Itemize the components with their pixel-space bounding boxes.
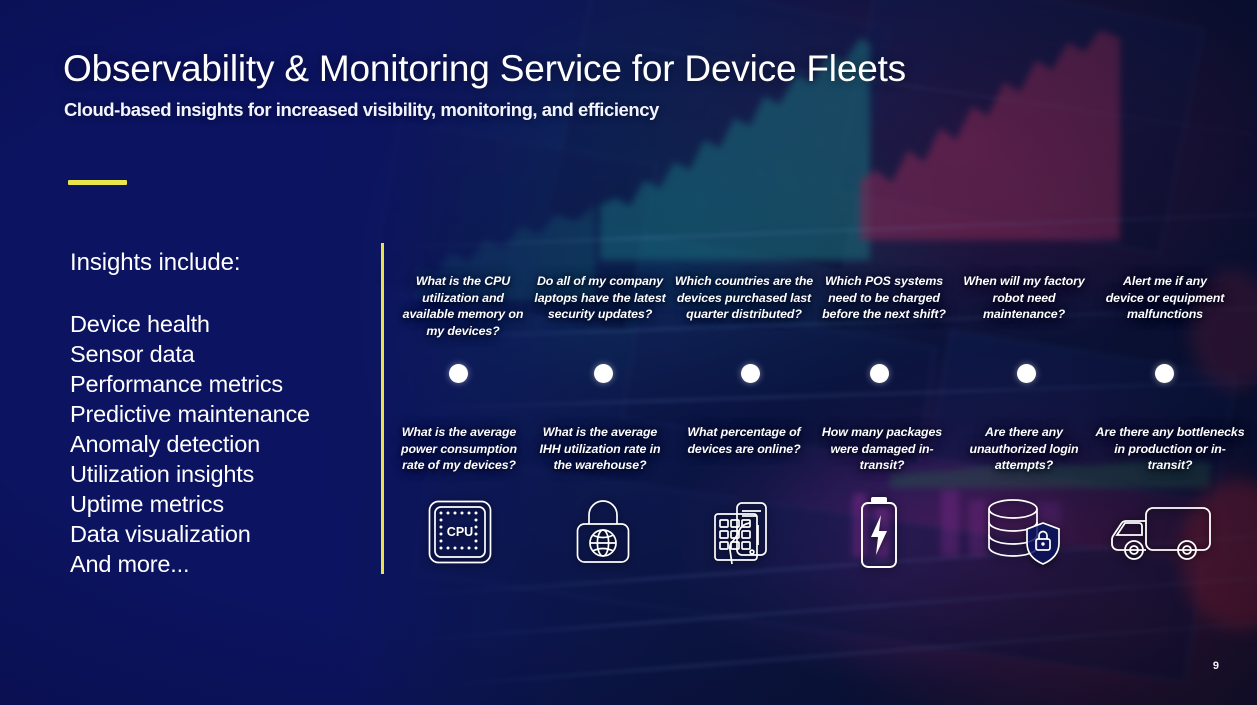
timeline-dot-6 — [1155, 364, 1174, 383]
insights-heading: Insights include: — [70, 249, 241, 276]
delivery-truck-icon — [1108, 505, 1214, 563]
list-item: Predictive maintenance — [70, 401, 310, 427]
timeline-dot-1 — [449, 364, 468, 383]
use-case-question-bottom-4: How many packages were damaged in-transi… — [821, 425, 943, 472]
use-case-question-top-6: Alert me if any device or equipment malf… — [1105, 274, 1225, 321]
insights-list: Device health Sensor data Performance me… — [70, 309, 310, 579]
pos-keypad-hand-icon — [712, 501, 784, 567]
list-item: Performance metrics — [70, 371, 283, 397]
timeline-dot-5 — [1017, 364, 1036, 383]
list-item: Anomaly detection — [70, 431, 260, 457]
page-subtitle: Cloud-based insights for increased visib… — [64, 99, 659, 120]
page-title: Observability & Monitoring Service for D… — [63, 48, 906, 89]
use-case-question-top-2: Do all of my company laptops have the la… — [534, 274, 666, 321]
list-item: Uptime metrics — [70, 491, 224, 517]
list-item: Sensor data — [70, 341, 195, 367]
cpu-chip-icon: CPU — [427, 499, 493, 565]
padlock-globe-icon — [572, 497, 634, 565]
use-case-question-bottom-3: What percentage of devices are online? — [687, 425, 801, 456]
use-case-question-bottom-2: What is the average IHH utilization rate… — [539, 425, 661, 472]
use-case-question-top-3: Which countries are the devices purchase… — [674, 274, 814, 321]
use-case-question-bottom-5: Are there any unauthorized login attempt… — [969, 425, 1079, 472]
use-case-question-top-1: What is the CPU utilization and availabl… — [402, 274, 524, 338]
use-case-question-top-5: When will my factory robot need maintena… — [963, 274, 1085, 321]
list-item: Device health — [70, 311, 210, 337]
list-item: And more... — [70, 551, 190, 577]
timeline-dot-2 — [594, 364, 613, 383]
accent-bar — [68, 180, 127, 185]
use-case-question-top-4: Which POS systems need to be charged bef… — [822, 274, 946, 321]
timeline-dot-4 — [870, 364, 889, 383]
database-shield-lock-icon — [983, 497, 1063, 567]
cpu-icon-label: CPU — [447, 525, 473, 539]
list-item: Data visualization — [70, 521, 251, 547]
use-case-question-bottom-1: What is the average power consumption ra… — [400, 425, 517, 472]
battery-charging-icon — [857, 495, 901, 569]
vertical-accent-rule — [381, 243, 384, 574]
list-item: Utilization insights — [70, 461, 255, 487]
timeline-dot-3 — [741, 364, 760, 383]
page-number: 9 — [1212, 660, 1219, 672]
use-case-question-bottom-6: Are there any bottlenecks in production … — [1095, 425, 1245, 472]
